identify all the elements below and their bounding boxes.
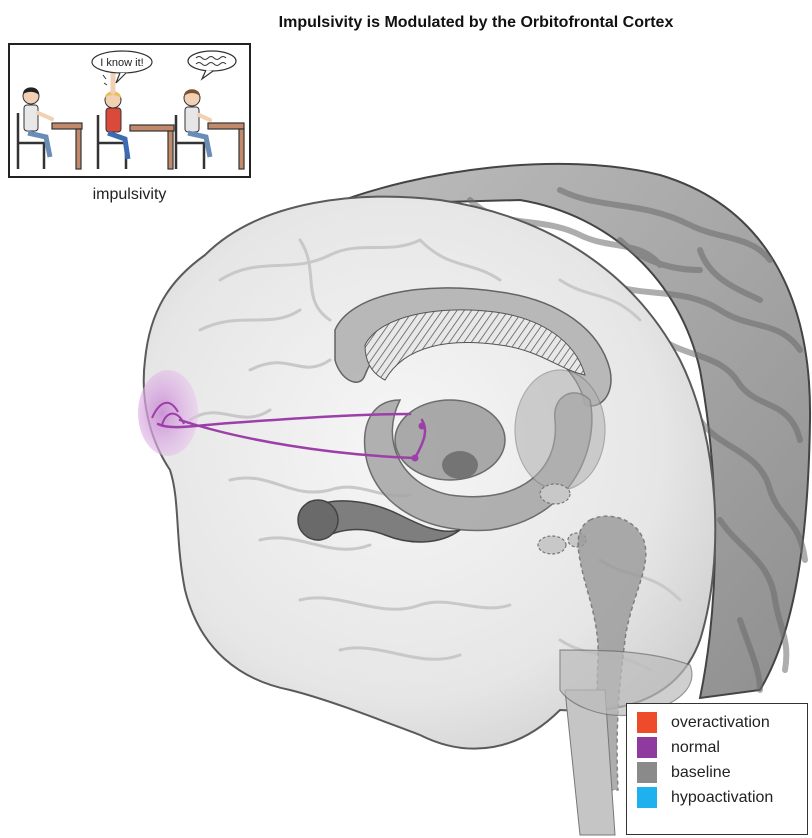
legend-label: hypoactivation	[671, 789, 773, 807]
cartoon-caption: impulsivity	[8, 186, 251, 204]
legend-label: normal	[671, 739, 720, 757]
legend-label: overactivation	[671, 714, 770, 732]
pathway-endpoint-1	[419, 423, 426, 430]
pathway-endpoint-2	[412, 455, 419, 462]
speech-bubble-text: I know it!	[100, 57, 143, 69]
student-calm-1	[23, 87, 52, 157]
legend-swatch	[637, 762, 657, 783]
legend-swatch	[637, 737, 657, 758]
impulsivity-cartoon-panel: I know it!	[8, 43, 251, 178]
thalamus-inner	[442, 451, 478, 479]
basal-ganglia	[515, 370, 605, 490]
orbitofrontal-cortex-highlight	[138, 370, 198, 456]
legend-item-normal: normal	[637, 735, 807, 760]
impulsivity-cartoon: I know it!	[10, 45, 249, 176]
nucleus-small-2	[538, 536, 566, 554]
speech-bubble-impulsive: I know it!	[92, 51, 152, 83]
student-calm-2	[184, 89, 210, 157]
activation-legend: overactivation normal baseline hypoactiv…	[626, 703, 808, 835]
speech-bubble-scribble	[188, 51, 236, 79]
student-impulsive	[103, 73, 128, 159]
legend-item-baseline: baseline	[637, 760, 807, 785]
nucleus-small-1	[540, 484, 570, 504]
desks	[52, 123, 244, 169]
legend-item-hypoactivation: hypoactivation	[637, 785, 807, 810]
legend-swatch	[637, 712, 657, 733]
legend-swatch	[637, 787, 657, 808]
amygdala	[298, 500, 338, 540]
legend-item-overactivation: overactivation	[637, 710, 807, 735]
legend-label: baseline	[671, 764, 731, 782]
